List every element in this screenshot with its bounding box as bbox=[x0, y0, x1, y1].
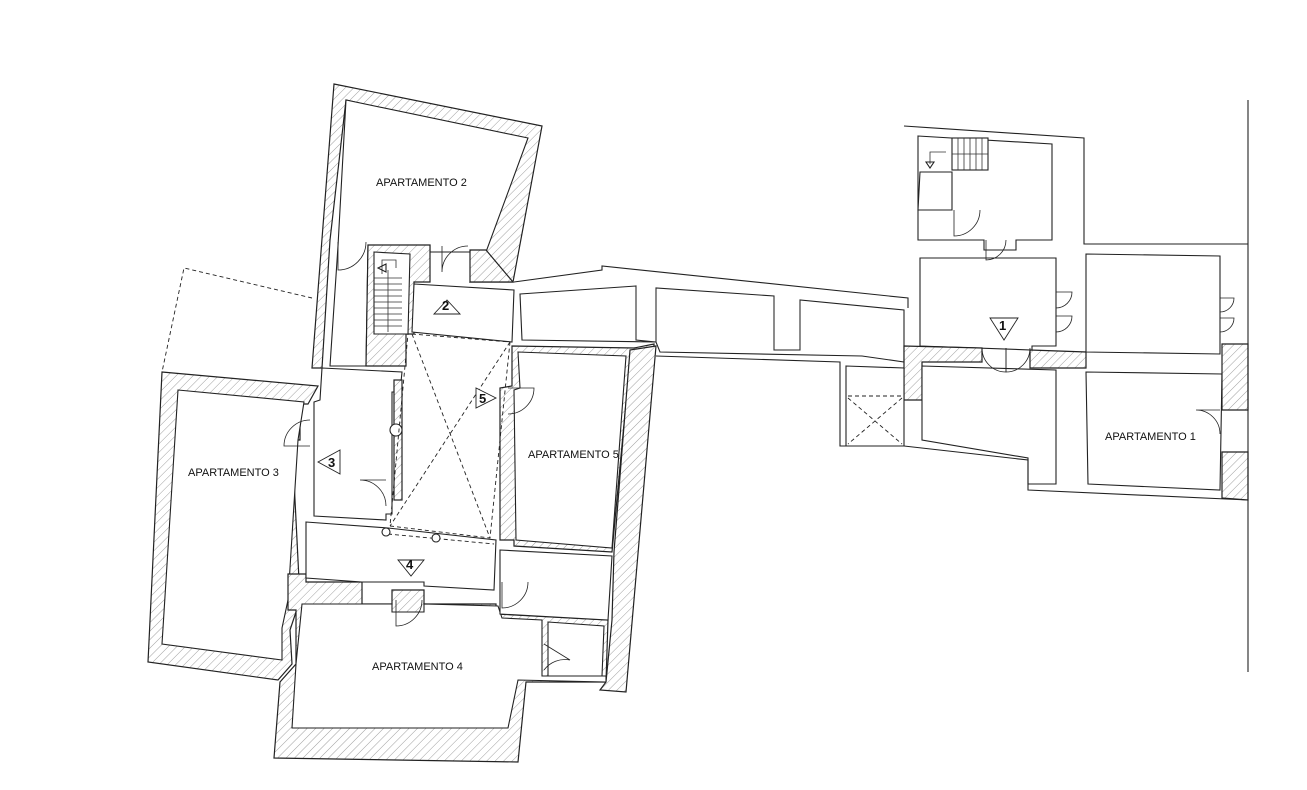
apartamento-1-east-wall-lower bbox=[1221, 451, 1249, 501]
left-block-east-wall bbox=[598, 345, 657, 693]
room-3-column bbox=[389, 423, 403, 437]
stair-1-steps bbox=[924, 137, 989, 171]
atrium-dashed bbox=[387, 333, 511, 545]
apartamento-4-interior bbox=[291, 603, 607, 729]
shaft-cross-b bbox=[847, 397, 903, 445]
room-label-apartamento-5: APARTAMENTO 5 bbox=[528, 449, 619, 461]
apartamento-2-corner-wall bbox=[469, 249, 515, 283]
corridor-4 bbox=[305, 521, 497, 591]
right-building bbox=[845, 100, 1249, 672]
marker-4-number: 4 bbox=[406, 557, 414, 572]
room-label-apartamento-4: APARTAMENTO 4 bbox=[372, 661, 463, 673]
hall-1-east-wall bbox=[1029, 349, 1087, 369]
column-a bbox=[381, 527, 391, 537]
marker-5-number: 5 bbox=[479, 391, 486, 406]
room-label-apartamento-1: APARTAMENTO 1 bbox=[1105, 431, 1196, 443]
marker-1-triangle bbox=[989, 317, 1019, 341]
corridor-4-end bbox=[499, 549, 613, 621]
room-label-apartamento-3: APARTAMENTO 3 bbox=[188, 467, 279, 479]
room-3-partition bbox=[393, 379, 403, 501]
apartamento-1-interior bbox=[1085, 371, 1223, 491]
upper-right-room bbox=[1085, 253, 1221, 355]
link-corridor-wall bbox=[513, 265, 909, 308]
shaft bbox=[845, 365, 905, 447]
marker-1-number: 1 bbox=[999, 318, 1006, 333]
hall-1 bbox=[919, 257, 1057, 351]
stairwell-2-interior bbox=[373, 251, 411, 335]
marker-2-number: 2 bbox=[442, 298, 449, 313]
doors bbox=[283, 209, 1235, 671]
atrium-2 bbox=[411, 283, 515, 343]
marker-4-triangle bbox=[397, 559, 425, 577]
right-outer-outline bbox=[903, 125, 1248, 245]
lower-room-wall bbox=[903, 445, 1249, 501]
apartamento-4-room bbox=[547, 621, 605, 677]
apartamento-3-interior bbox=[161, 389, 305, 661]
marker-3-number: 3 bbox=[328, 455, 335, 470]
apartamento-1-east-wall bbox=[1221, 343, 1249, 411]
room-3 bbox=[313, 367, 403, 521]
terrace-outline bbox=[161, 267, 313, 373]
column-b bbox=[431, 533, 441, 543]
room-label-apartamento-2: APARTAMENTO 2 bbox=[376, 177, 467, 189]
lower-room bbox=[921, 365, 1057, 485]
marker-5-triangle bbox=[475, 387, 498, 409]
right-upper-room bbox=[917, 171, 953, 211]
stair-2-steps bbox=[374, 259, 402, 332]
marker-3-triangle bbox=[317, 449, 341, 475]
left-building bbox=[147, 83, 909, 763]
marker-2-triangle bbox=[432, 299, 462, 315]
